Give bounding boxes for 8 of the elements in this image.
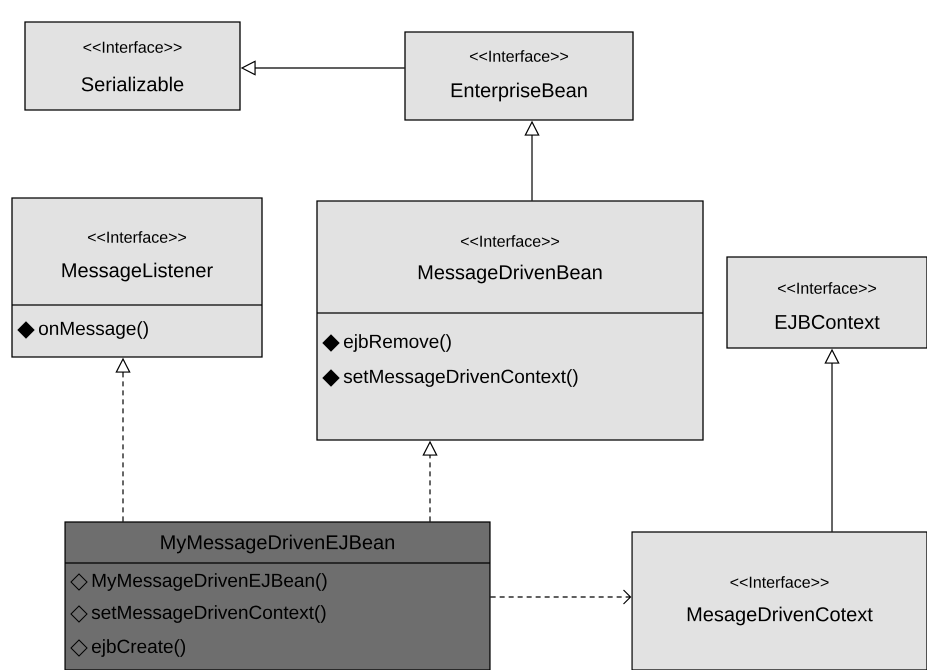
interface-box: <<Interface>> MessageDrivenBean ejbRemove() setMessageDrivenContext() xyxy=(316,200,704,441)
interface-box: <<Interface>> EJBContext xyxy=(726,256,927,349)
class-box: MyMessageDrivenEJBean MyMessageDrivenEJBean() setMessageDrivenContext() ejbCreate() xyxy=(64,521,491,670)
interface-box: <<Interface>> MessageListener onMessage() xyxy=(11,197,263,358)
interface-box: <<Interface>> EnterpriseBean xyxy=(404,31,634,121)
dependency-arrow xyxy=(490,590,632,604)
interface-box: <<Interface>> MesageDrivenCotext xyxy=(631,531,927,670)
interface-box: <<Interface>> Serializable xyxy=(24,21,241,111)
